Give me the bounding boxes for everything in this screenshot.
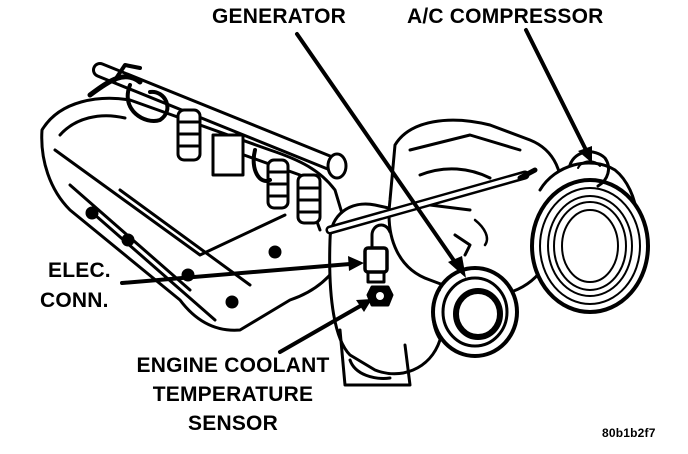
fuel-injectors — [87, 63, 322, 225]
elec-conn-label-line1: ELEC. — [48, 259, 111, 282]
ect-label-line3: SENSOR — [188, 412, 278, 435]
ect-label-line1: ENGINE COOLANT — [136, 354, 330, 377]
ac-compressor-clutch — [530, 150, 650, 314]
generator-label: GENERATOR — [212, 5, 347, 28]
generator-body — [387, 118, 563, 298]
figure-code: 80b1b2f7 — [602, 426, 656, 440]
elec-conn-label-line2: CONN. — [40, 289, 109, 312]
elec-conn-arrowhead — [348, 256, 364, 271]
generator-arrowhead — [448, 256, 466, 278]
ac-compressor-leader — [524, 28, 588, 152]
ect-sensor-arrowhead — [356, 299, 372, 312]
elec-conn-leader — [120, 262, 352, 285]
drive-belt — [325, 167, 538, 235]
leader-lines — [120, 28, 592, 354]
ac-compressor-arrowhead — [578, 146, 592, 163]
generator-pulley — [431, 266, 519, 358]
generator-leader — [295, 32, 459, 267]
fuel-rail — [92, 62, 348, 180]
ect-sensor-leader — [278, 303, 364, 354]
ect-label-line2: TEMPERATURE — [152, 383, 314, 406]
ac-compressor-label: A/C COMPRESSOR — [407, 5, 604, 28]
